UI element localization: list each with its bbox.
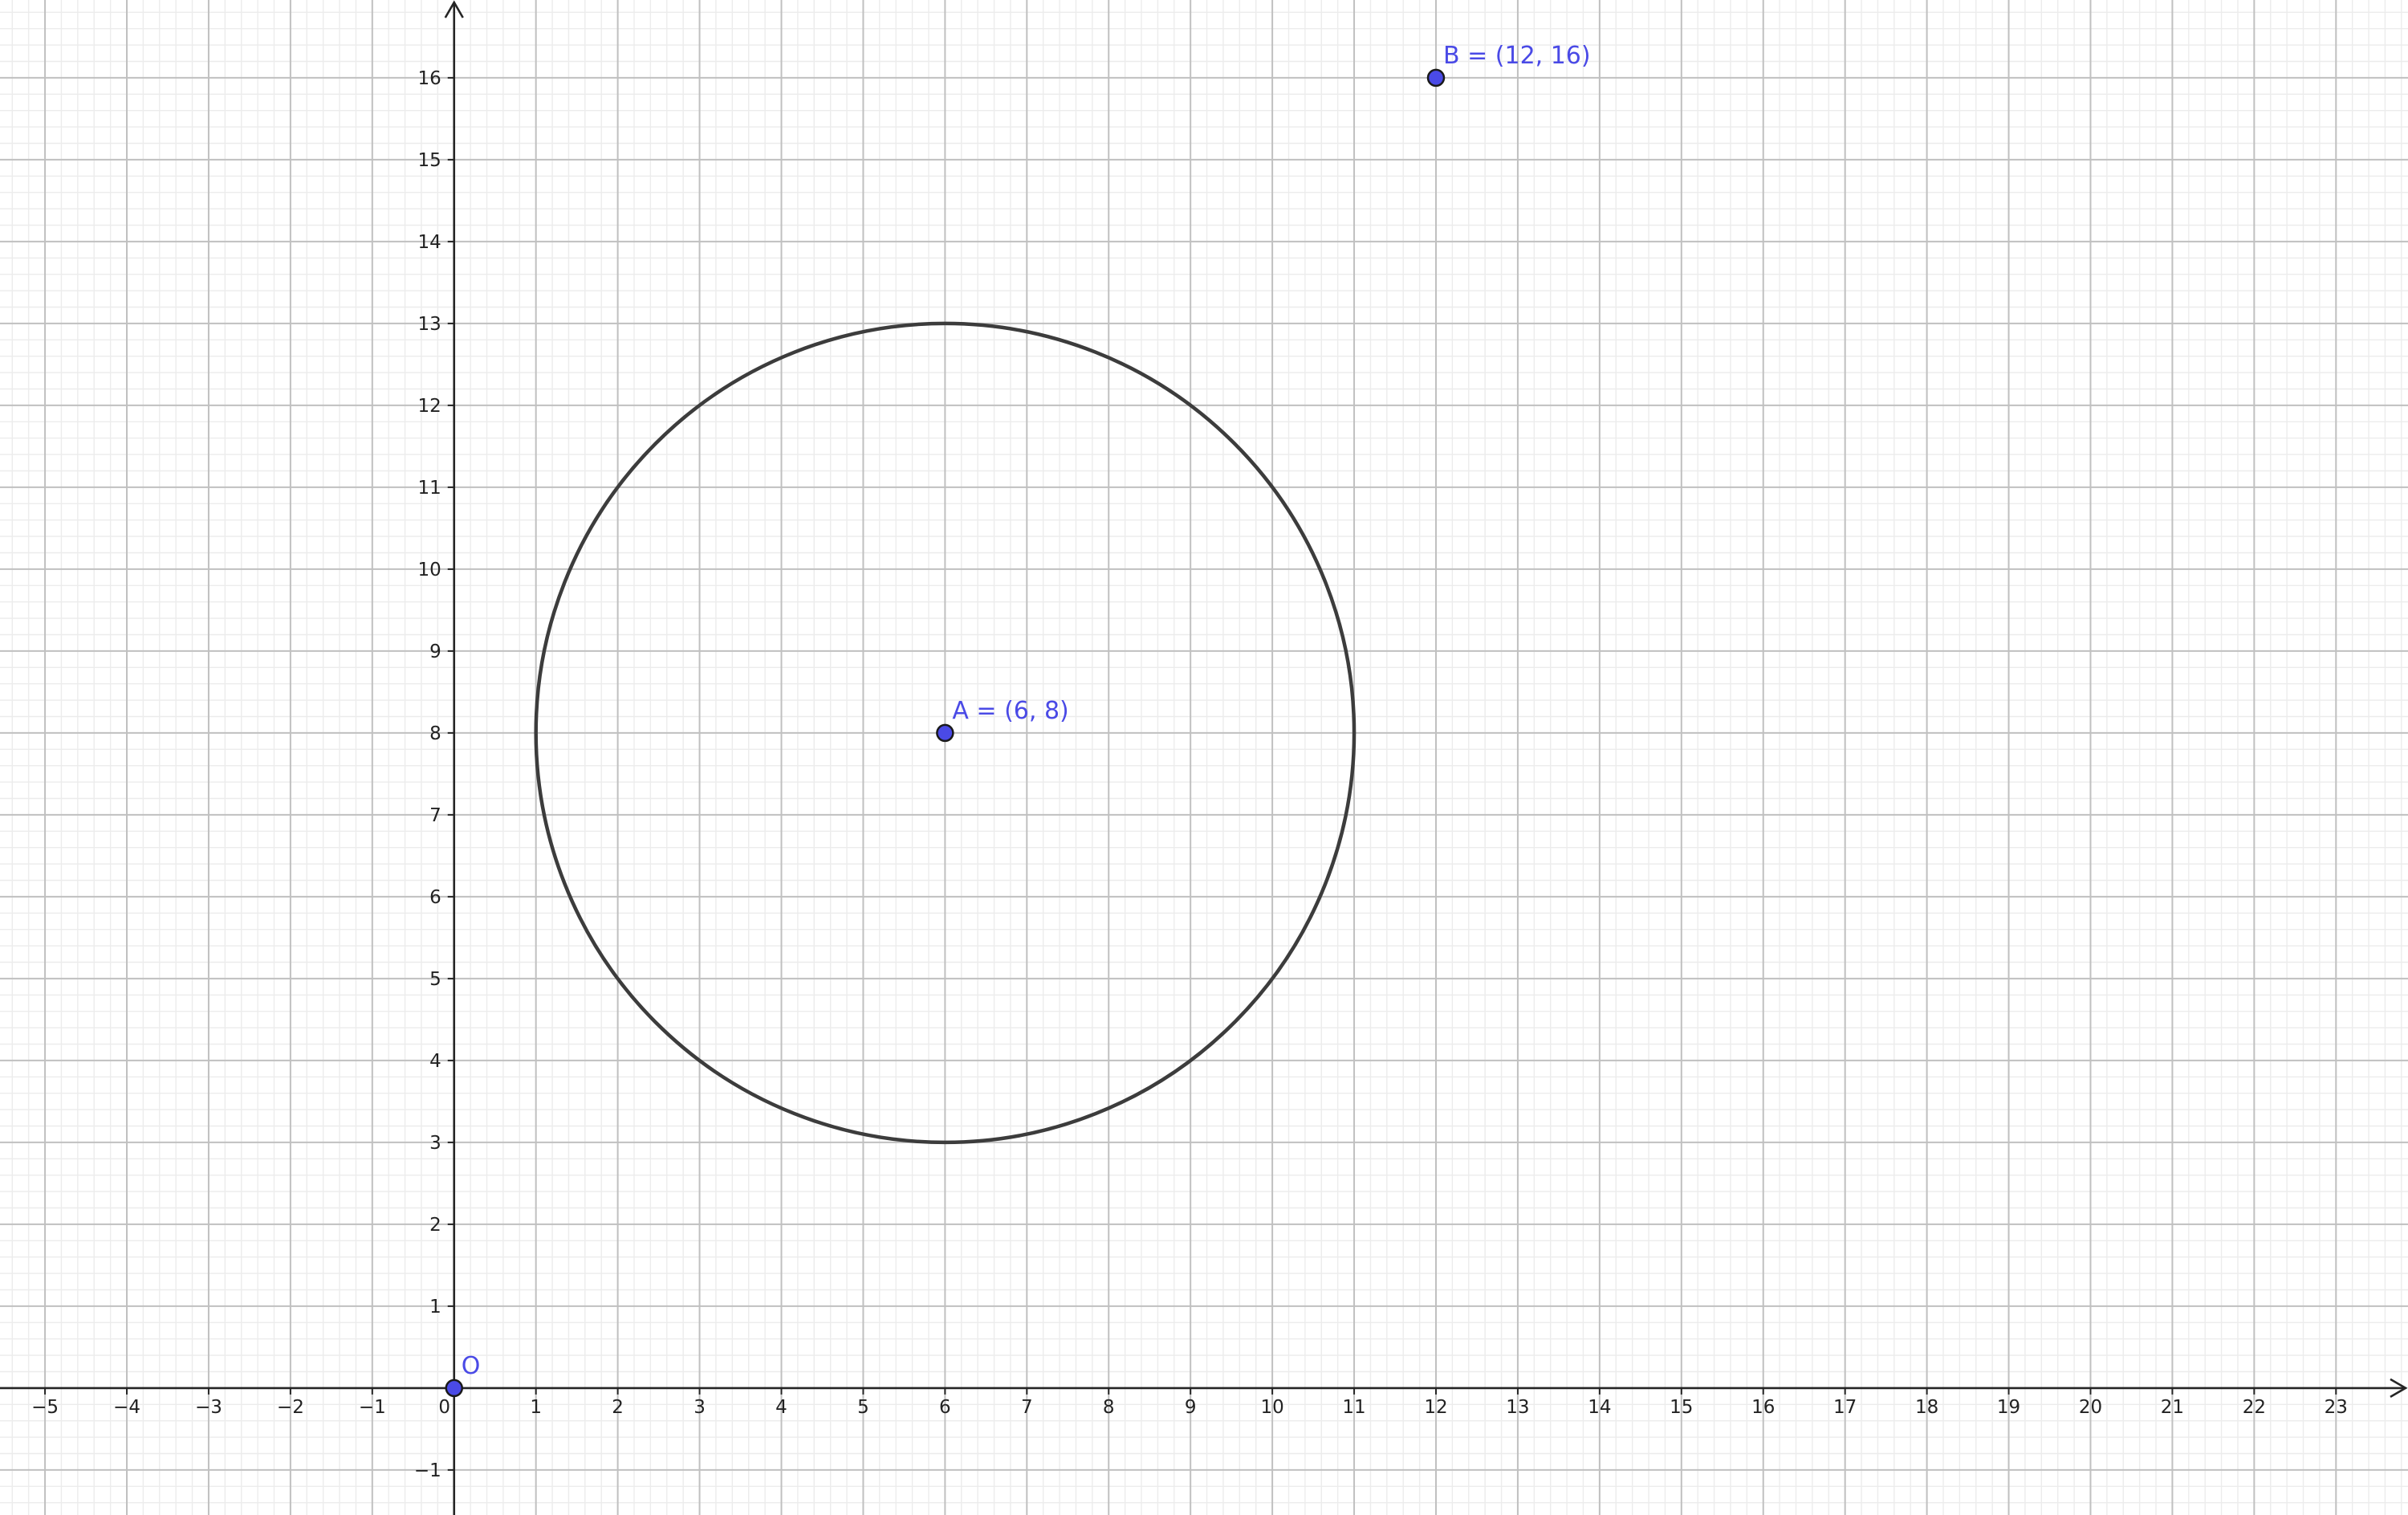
- y-tick-label: −1: [414, 1460, 441, 1481]
- x-tick-label: 23: [2325, 1397, 2348, 1418]
- x-tick-label: 22: [2243, 1397, 2266, 1418]
- x-tick-label: 16: [1751, 1397, 1775, 1418]
- y-tick-label: 2: [429, 1215, 441, 1236]
- x-tick-label: −5: [31, 1397, 59, 1418]
- points: A = (6, 8) B = (12, 16) O: [445, 42, 1591, 1398]
- x-tick-label: −3: [195, 1397, 222, 1418]
- x-tick-label: 6: [939, 1397, 951, 1418]
- y-tick-label: 10: [417, 560, 441, 580]
- y-tick-label: 16: [417, 68, 441, 89]
- y-tick-label: 15: [417, 150, 441, 171]
- x-tick-label: 11: [1342, 1397, 1365, 1418]
- point-a-label: A = (6, 8): [952, 697, 1068, 725]
- x-tick-label: −2: [277, 1397, 304, 1418]
- x-tick-label: 3: [694, 1397, 706, 1418]
- y-tick-label: 5: [429, 969, 441, 990]
- x-tick-label: 9: [1185, 1397, 1197, 1418]
- y-tick-label: 6: [429, 887, 441, 908]
- point-o[interactable]: [445, 1379, 463, 1398]
- x-tick-label: 18: [1915, 1397, 1938, 1418]
- y-tick-label: 7: [429, 805, 441, 826]
- x-tick-label: 8: [1103, 1397, 1115, 1418]
- x-tick-label: 13: [1506, 1397, 1529, 1418]
- point-a[interactable]: [936, 723, 954, 743]
- x-tick-label: 2: [612, 1397, 624, 1418]
- point-b-label: B = (12, 16): [1443, 42, 1591, 70]
- x-tick-label: 7: [1021, 1397, 1033, 1418]
- y-axis-arrow-icon: [444, 0, 464, 18]
- x-tick-label: −1: [359, 1397, 386, 1418]
- y-tick-label: 11: [417, 478, 441, 499]
- y-tick-label: 1: [429, 1297, 441, 1317]
- shapes: [534, 321, 1357, 1145]
- x-axis-arrow-icon: [2390, 1378, 2408, 1399]
- x-tick-label: 0: [438, 1397, 450, 1418]
- x-tick-label: 17: [1833, 1397, 1857, 1418]
- point-o-label: O: [462, 1352, 481, 1380]
- x-tick-label: 15: [1670, 1397, 1693, 1418]
- y-tick-label: 14: [417, 232, 441, 253]
- x-tick-label: 1: [530, 1397, 542, 1418]
- x-tick-label: 21: [2161, 1397, 2184, 1418]
- y-tick-label: 12: [417, 396, 441, 417]
- x-tick-label: 19: [1997, 1397, 2020, 1418]
- y-tick-label: 8: [429, 723, 441, 744]
- y-tick-label: 4: [429, 1051, 441, 1072]
- x-tick-label: 14: [1588, 1397, 1611, 1418]
- x-tick-label: 10: [1260, 1397, 1283, 1418]
- y-tick-label: 13: [417, 314, 441, 335]
- x-tick-label: 5: [857, 1397, 869, 1418]
- x-tick-label: 20: [2079, 1397, 2102, 1418]
- x-tick-label: 4: [775, 1397, 787, 1418]
- circle[interactable]: [534, 321, 1357, 1145]
- point-b[interactable]: [1426, 68, 1446, 88]
- x-tick-label: 12: [1424, 1397, 1447, 1418]
- y-tick-label: 9: [429, 641, 441, 662]
- y-tick-label: 3: [429, 1133, 441, 1154]
- x-tick-label: −4: [113, 1397, 140, 1418]
